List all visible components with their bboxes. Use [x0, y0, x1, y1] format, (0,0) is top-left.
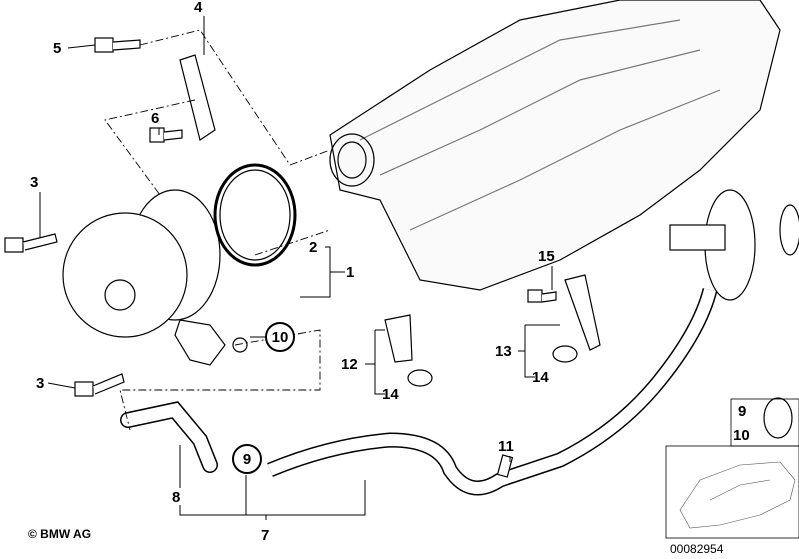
callout-5: 5 — [53, 40, 62, 57]
hose-clamps — [384, 274, 793, 478]
callout-14-right: 14 — [532, 369, 549, 386]
vacuum-line — [267, 288, 718, 496]
o-ring-inner — [219, 169, 291, 261]
diagram-number: 00082954 — [670, 542, 724, 556]
brake-booster — [669, 189, 799, 301]
callout-7: 7 — [261, 527, 270, 544]
bracket — [179, 54, 216, 141]
callout-3-top: 3 — [30, 174, 39, 191]
callout-10-circled: 10 — [265, 322, 295, 352]
callout-1: 1 — [346, 264, 355, 281]
callout-4: 4 — [194, 0, 203, 16]
copyright: © BMW AG — [28, 527, 92, 541]
inset-label-10: 10 — [733, 427, 750, 444]
car-outline — [679, 461, 796, 529]
callout-15: 15 — [538, 248, 555, 265]
cylinder-head — [329, 0, 781, 291]
assembly-lines — [104, 29, 331, 431]
callout-13: 13 — [495, 343, 512, 360]
vacuum-pump — [62, 189, 248, 366]
inset-label-9: 9 — [738, 403, 747, 420]
callout-8: 8 — [172, 489, 181, 506]
inset-box-car — [665, 445, 799, 539]
callout-12: 12 — [341, 356, 358, 373]
callout-2: 2 — [309, 239, 318, 256]
callout-leaders — [39, 16, 560, 520]
callout-9-circled: 9 — [232, 444, 262, 474]
callout-14-left: 14 — [382, 386, 399, 403]
callout-6: 6 — [151, 110, 160, 127]
o-ring — [213, 163, 297, 267]
callout-11: 11 — [498, 438, 514, 455]
callout-3-bottom: 3 — [36, 375, 45, 392]
